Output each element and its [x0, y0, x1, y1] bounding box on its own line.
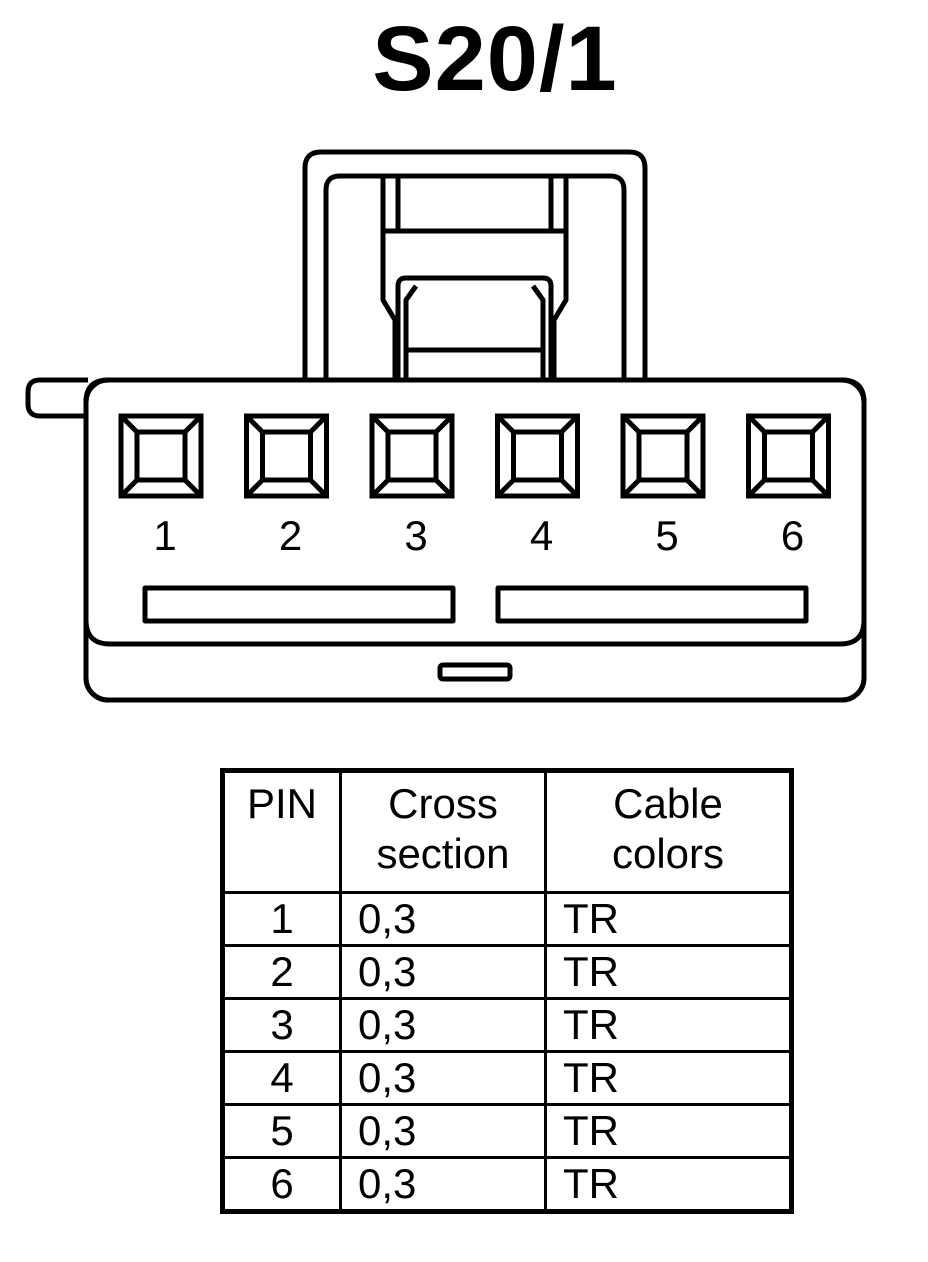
table-row: 4 0,3 TR: [221, 1050, 793, 1106]
slot-right: [495, 585, 809, 624]
connector-diagram: 1 2 3 4 5 6: [25, 149, 867, 703]
table-row: 1 0,3 TR: [221, 891, 793, 947]
cell-cross-section: 0,3: [339, 944, 547, 1000]
pin-label-4: 4: [530, 512, 553, 559]
cell-cross-section: 0,3: [339, 891, 547, 947]
cell-pin: 2: [221, 944, 342, 1000]
pin-label-6: 6: [781, 512, 804, 559]
pin-label-3: 3: [404, 512, 427, 559]
slot-left: [142, 585, 456, 624]
table-row: 3 0,3 TR: [221, 997, 793, 1053]
table-row: 5 0,3 TR: [221, 1103, 793, 1159]
header-pin: PIN: [221, 769, 342, 894]
cell-pin: 4: [221, 1050, 342, 1106]
bottom-slot: [437, 662, 513, 682]
cell-pin: 5: [221, 1103, 342, 1159]
cell-color: TR: [544, 1050, 793, 1106]
connector-title: S20/1: [372, 8, 618, 110]
pin-label-5: 5: [655, 512, 678, 559]
housing-face: [83, 377, 867, 647]
table-row: 6 0,3 TR: [221, 1156, 793, 1213]
cell-color: TR: [544, 1103, 793, 1159]
table-row: 2 0,3 TR: [221, 944, 793, 1000]
pin-label-2: 2: [279, 512, 302, 559]
cell-cross-section: 0,3: [339, 997, 547, 1053]
pin-terminal-4: [495, 413, 580, 499]
cell-cross-section: 0,3: [339, 1156, 547, 1213]
pin-label-1: 1: [153, 512, 176, 559]
pin-terminal-2: [244, 413, 329, 499]
cell-color: TR: [544, 944, 793, 1000]
cell-pin: 6: [221, 1156, 342, 1213]
pin-labels: 1 2 3 4 5 6: [153, 512, 804, 559]
cell-color: TR: [544, 1156, 793, 1213]
side-key: [25, 377, 88, 419]
cell-color: TR: [544, 891, 793, 947]
cell-pin: 1: [221, 891, 342, 947]
cell-cross-section: 0,3: [339, 1050, 547, 1106]
pin-squares: [118, 413, 831, 499]
latch-inner: [323, 173, 627, 380]
pin-terminal-3: [369, 413, 455, 499]
cell-pin: 3: [221, 997, 342, 1053]
pin-terminal-6: [746, 413, 831, 499]
pin-terminal-5: [620, 413, 706, 499]
pin-terminal-1: [118, 413, 204, 499]
cell-cross-section: 0,3: [339, 1103, 547, 1159]
cell-color: TR: [544, 997, 793, 1053]
latch-outer: [302, 149, 648, 380]
